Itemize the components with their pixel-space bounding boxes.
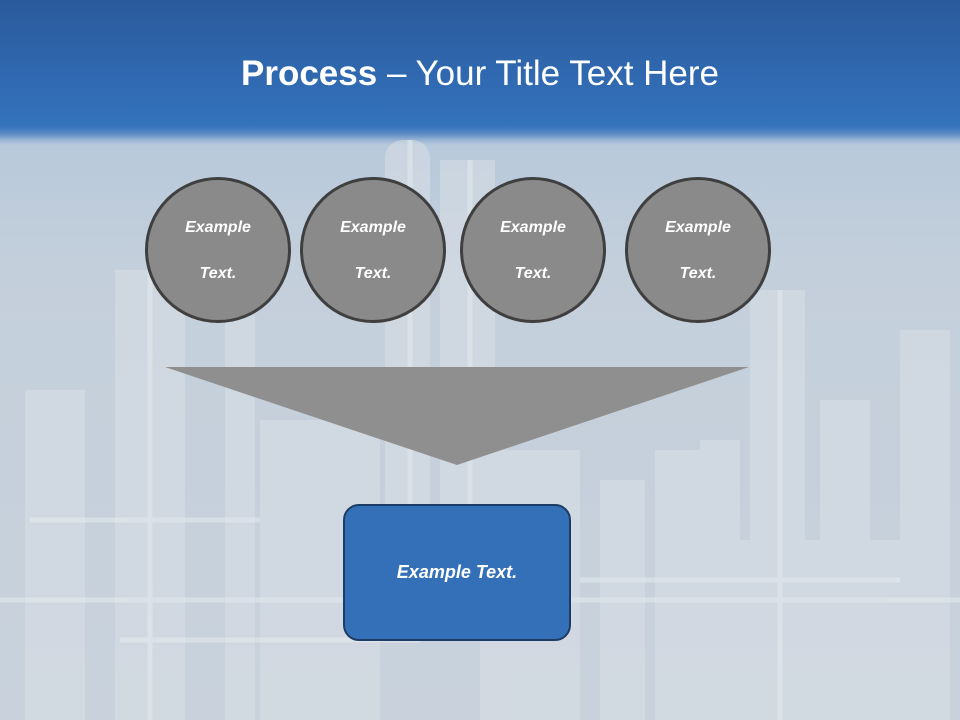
funnel-arrow [165,367,749,465]
title-bold-text: Process [241,54,378,93]
circle-4-line1: Example [665,218,731,236]
slide-title: Process – Your Title Text Here [0,52,960,96]
title-rest-text: – Your Title Text Here [377,54,719,93]
refinery-background-image [0,140,960,720]
circle-3-line1: Example [500,218,566,236]
circle-2-line1: Example [340,218,406,236]
result-label: Example Text. [396,562,518,582]
circle-1-line2: Text. [199,264,237,282]
circle-3-line2: Text. [514,264,552,282]
result-box: Example Text. [343,504,571,641]
circle-4-line2: Text. [679,264,717,282]
title-band [0,0,960,140]
funnel-triangle [165,367,749,465]
circle-1-line1: Example [185,218,251,236]
circle-2-line2: Text. [354,264,392,282]
